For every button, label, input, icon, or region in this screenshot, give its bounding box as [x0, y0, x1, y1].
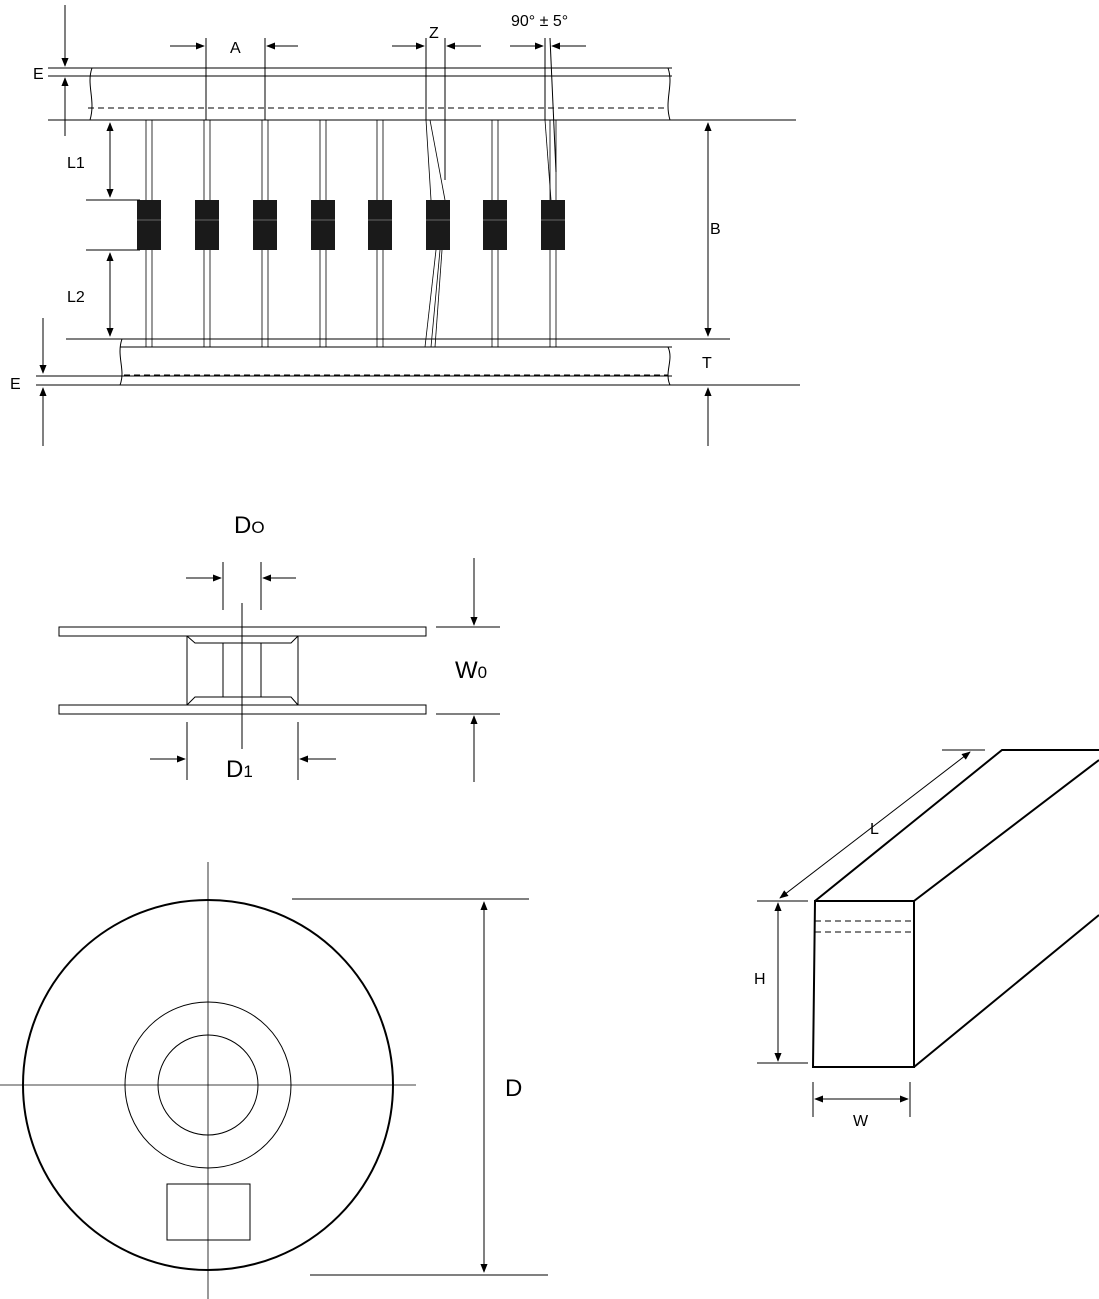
- w0-dimension: W0: [436, 558, 500, 782]
- component-body: [311, 200, 335, 250]
- b-label: B: [710, 221, 721, 238]
- axial-components: [137, 119, 565, 347]
- w-label: W: [853, 1113, 869, 1130]
- z-label: Z: [429, 25, 439, 42]
- component-body: [137, 200, 161, 250]
- w-dimension: W: [812, 1082, 911, 1130]
- axial-component: [311, 120, 335, 347]
- reel-side-view: DO W0 D1: [58, 512, 500, 783]
- l1-label: L1: [67, 155, 85, 172]
- d0-dimension: DO: [186, 512, 296, 610]
- angle-label: 90° ± 5°: [511, 13, 568, 30]
- component-body: [253, 200, 277, 250]
- component-body: [483, 200, 507, 250]
- axial-component: [541, 119, 565, 347]
- component-body: [541, 200, 565, 250]
- axial-component: [426, 200, 450, 250]
- l-dimension: L: [778, 749, 985, 902]
- z-dimension: Z: [392, 25, 481, 180]
- bottom-tape-strip: [36, 338, 800, 386]
- a-label: A: [230, 40, 241, 57]
- skewed-component-leads: [424, 119, 446, 348]
- component-body: [195, 200, 219, 250]
- e-top-dimension: E: [33, 5, 69, 136]
- h-label: H: [754, 971, 766, 988]
- b-dimension: B: [704, 122, 721, 337]
- e-top-label: E: [33, 66, 44, 83]
- l2-dimension: L2: [67, 249, 140, 337]
- a-dimension: A: [170, 38, 298, 120]
- t-dimension: T: [702, 355, 712, 446]
- top-tape-strip: [48, 67, 796, 121]
- component-lead: [544, 119, 552, 201]
- axial-component: [137, 120, 161, 347]
- angle-dimension: 90° ± 5°: [510, 13, 586, 173]
- component-body: [368, 200, 392, 250]
- d-label: D: [505, 1075, 522, 1102]
- tape-diagram: E A Z 90° ± 5°: [10, 5, 800, 446]
- d1-label: D1: [226, 756, 253, 783]
- l1-dimension: L1: [67, 122, 140, 201]
- packing-box: L H W: [754, 749, 1099, 1130]
- component-body: [426, 200, 450, 250]
- e-bottom-label: E: [10, 376, 21, 393]
- l-label: L: [870, 821, 879, 838]
- t-label: T: [702, 355, 712, 372]
- axial-component: [368, 120, 392, 347]
- w0-label: W0: [455, 657, 487, 684]
- e-bottom-dimension: E: [10, 318, 47, 446]
- l2-label: L2: [67, 289, 85, 306]
- d0-label: DO: [234, 512, 265, 539]
- axial-component: [195, 120, 219, 347]
- d1-dimension: D1: [150, 722, 336, 783]
- reel-front-view: D: [0, 862, 548, 1299]
- axial-component: [483, 120, 507, 347]
- h-dimension: H: [754, 900, 808, 1064]
- d-dimension: D: [292, 898, 548, 1276]
- axial-component: [253, 120, 277, 347]
